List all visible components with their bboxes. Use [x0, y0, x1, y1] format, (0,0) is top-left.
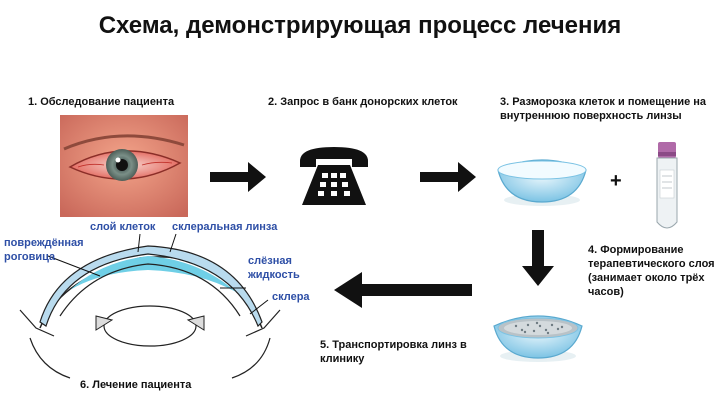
plus-sign: +: [610, 170, 622, 192]
step-2-label: 2. Запрос в банк донорских клеток: [268, 96, 458, 108]
telephone-icon: [300, 147, 368, 205]
label-cell-layer: слой клеток: [90, 221, 156, 233]
contact-lens-icon: [497, 159, 587, 206]
red-eye-photo: [60, 115, 188, 217]
page-title: Схема, демонстрирующая процесс лечения: [98, 12, 622, 39]
step-1-label: 1. Обследование пациента: [28, 96, 175, 108]
step-3-label: 3. Разморозка клеток и помещение на внут…: [500, 96, 707, 122]
label-sclera: склера: [272, 291, 310, 303]
arrow-left-icon: [334, 272, 472, 308]
arrow-right-icon: [210, 162, 266, 192]
step-5-label: 5. Транспортировка линз в клинику: [320, 339, 467, 365]
eye-cross-section: [19, 233, 281, 379]
arrow-down-icon: [522, 230, 554, 286]
step-6-label: 6. Лечение пациента: [80, 379, 192, 391]
label-tear-fluid: слёзная жидкость: [248, 255, 300, 281]
lens-with-cells-icon: [493, 315, 583, 362]
step-4-label: 4. Формирование терапевтического слоя (з…: [588, 244, 715, 298]
label-damaged-cornea: повреждённая роговица: [4, 237, 84, 263]
label-scleral-lens: склеральная линза: [172, 221, 278, 233]
arrow-right-icon: [420, 162, 476, 192]
cell-vial-icon: [656, 142, 678, 229]
